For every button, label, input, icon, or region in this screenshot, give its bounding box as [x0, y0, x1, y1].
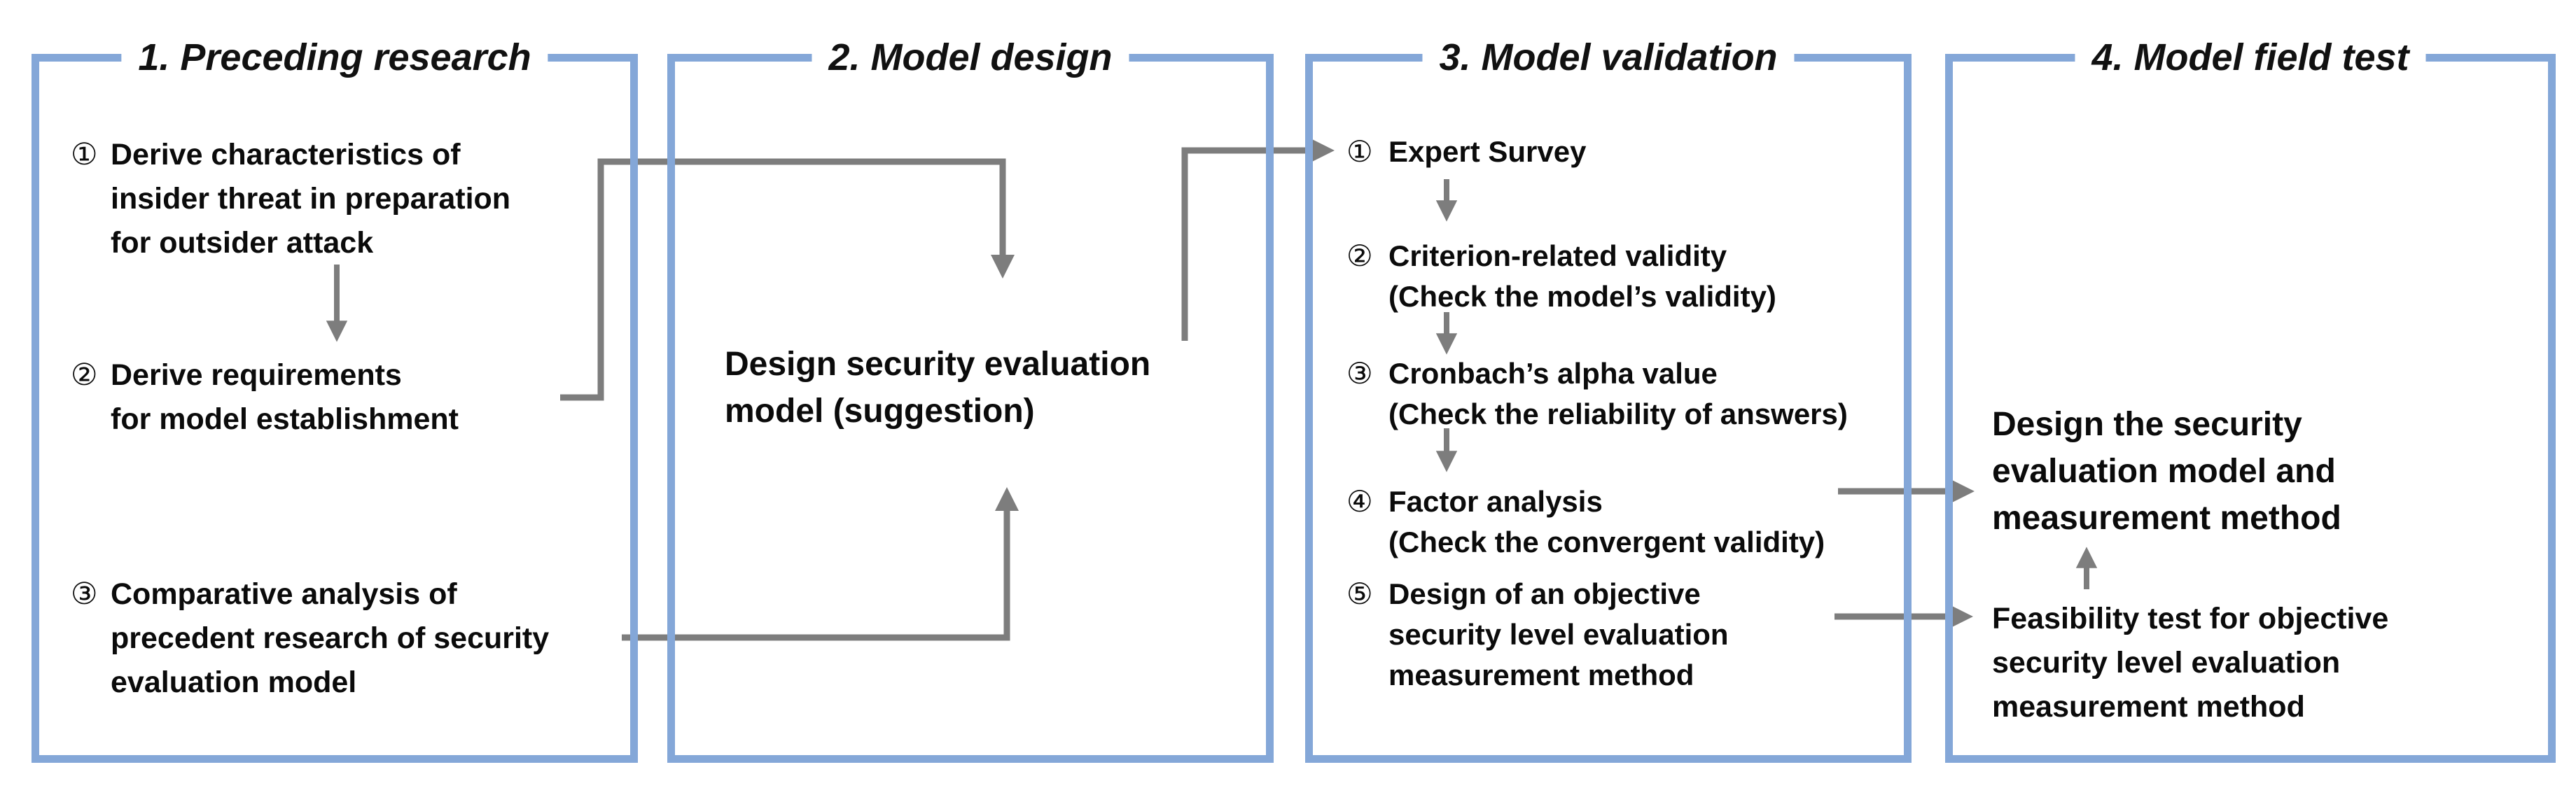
model-validation-step-5: ⑤ Design of an objective security level … — [1346, 574, 1729, 696]
step-text: Comparative analysis of precedent resear… — [111, 577, 550, 699]
preceding-research-step-1: ① Derive characteristics of insider thre… — [71, 133, 510, 265]
panel-title-model-validation: 3. Model validation — [1422, 34, 1795, 80]
panel-model-field-test: 4. Model field test — [1945, 34, 2556, 763]
step-text: Design security evaluation model (sugges… — [725, 346, 1151, 430]
circled-number-icon: ② — [71, 358, 98, 392]
model-validation-step-2: ② Criterion-related validity (Check the … — [1346, 236, 1776, 317]
circled-number-icon: ④ — [1346, 485, 1373, 518]
panel-model-design: 2. Model design — [667, 34, 1274, 763]
preceding-research-step-3: ③ Comparative analysis of precedent rese… — [71, 572, 549, 705]
circled-number-icon: ① — [1346, 135, 1373, 168]
step-text: Derive characteristics of insider threat… — [111, 138, 511, 260]
panel-title-preceding-research: 1. Preceding research — [121, 34, 548, 80]
model-validation-step-3: ③ Cronbach’s alpha value (Check the reli… — [1346, 353, 1848, 435]
preceding-research-step-2: ② Derive requirements for model establis… — [71, 353, 459, 442]
model-design-text: Design security evaluation model (sugges… — [725, 341, 1150, 435]
step-text: Derive requirements for model establishm… — [111, 358, 459, 436]
circled-number-icon: ③ — [71, 577, 98, 611]
field-test-feasibility-text: Feasibility test for objective security … — [1992, 597, 2388, 729]
model-validation-step-1: ① Expert Survey — [1346, 132, 1586, 172]
panel-title-model-field-test: 4. Model field test — [2075, 34, 2426, 80]
panel-title-model-design: 2. Model design — [812, 34, 1129, 80]
field-test-design-text: Design the security evaluation model and… — [1992, 401, 2341, 542]
step-text: Design the security evaluation model and… — [1992, 406, 2341, 537]
step-text: Feasibility test for objective security … — [1992, 602, 2389, 724]
step-text: Expert Survey — [1388, 135, 1587, 168]
circled-number-icon: ⑤ — [1346, 577, 1373, 610]
model-validation-step-4: ④ Factor analysis (Check the convergent … — [1346, 481, 1825, 563]
step-text: Factor analysis (Check the convergent va… — [1388, 485, 1825, 558]
circled-number-icon: ② — [1346, 239, 1373, 272]
step-text: Cronbach’s alpha value (Check the reliab… — [1388, 357, 1848, 430]
circled-number-icon: ③ — [1346, 357, 1373, 390]
step-text: Design of an objective security level ev… — [1388, 577, 1729, 691]
step-text: Criterion-related validity (Check the mo… — [1388, 239, 1776, 313]
panel-model-validation: 3. Model validation — [1305, 34, 1912, 763]
panel-preceding-research: 1. Preceding research — [32, 34, 638, 763]
circled-number-icon: ① — [71, 138, 98, 171]
